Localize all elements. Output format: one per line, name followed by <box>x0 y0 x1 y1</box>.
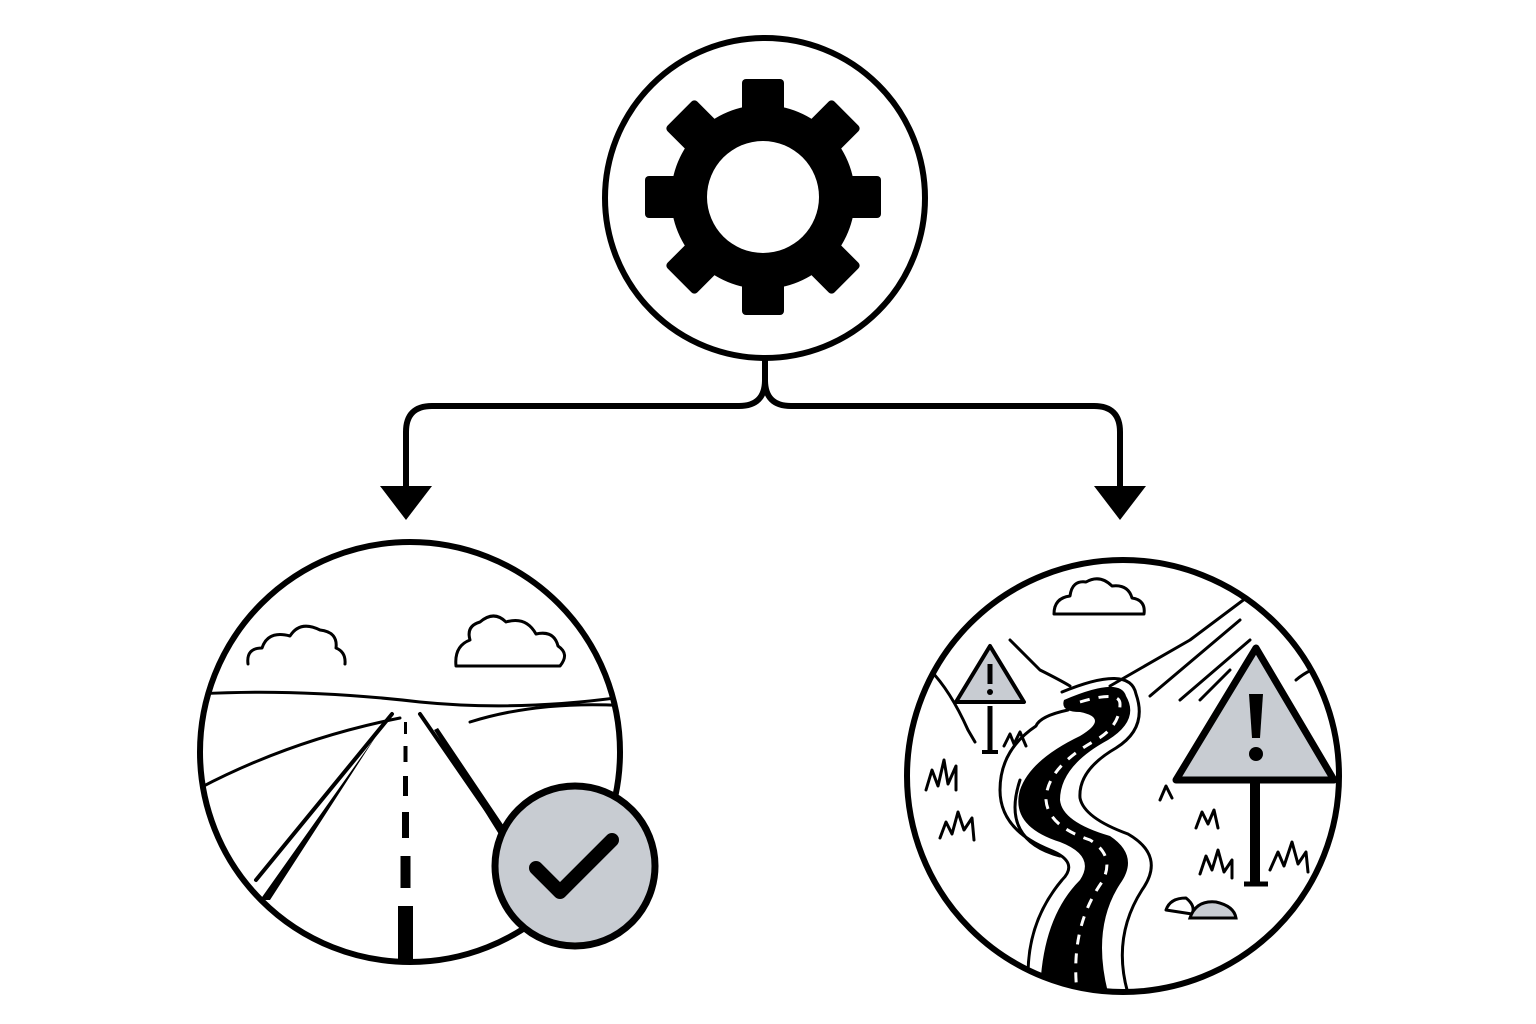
road-center-dashes <box>398 722 413 962</box>
straight-road-icon <box>200 614 620 962</box>
warning-sign-small-icon <box>954 644 1026 754</box>
checkmark-badge <box>491 782 659 950</box>
mountain-right <box>1108 584 1264 688</box>
connector-right <box>762 377 1123 495</box>
cloud-icon <box>454 614 566 668</box>
road-center-dashes <box>1044 695 1122 992</box>
gear-icon <box>645 79 881 315</box>
mountain-center <box>1008 638 1072 688</box>
road-edge-right <box>1060 677 1153 992</box>
grass-tufts <box>924 730 1310 880</box>
branch-winding-road <box>904 557 1342 995</box>
rock-icon <box>1187 900 1238 920</box>
road-shoulder-left <box>260 730 380 900</box>
road-shoulder-right <box>434 728 520 852</box>
exclamation-mark-icon <box>1249 694 1263 738</box>
cloud-icon <box>1052 577 1146 616</box>
hill-left <box>200 716 402 792</box>
warning-sign-post <box>1250 782 1260 884</box>
right-node-circle <box>904 557 1342 995</box>
road-edge-left <box>254 712 394 882</box>
connector-left <box>403 355 768 495</box>
branch-connectors <box>380 355 1146 520</box>
root-node <box>602 35 928 361</box>
cloud-icon <box>246 624 347 666</box>
mountain-ridges <box>1148 618 1252 702</box>
arrowhead-right-icon <box>1094 486 1146 520</box>
hill-right <box>468 703 620 724</box>
arrowhead-left-icon <box>380 486 432 520</box>
road-shoulder-left <box>1013 778 1062 858</box>
checkmark-icon <box>529 833 619 899</box>
horizon-line <box>200 690 620 708</box>
left-node-circle <box>197 539 623 965</box>
checkmark-badge-circle <box>491 782 659 950</box>
road-surface <box>1018 686 1131 992</box>
warning-sign-icon <box>1172 644 1338 887</box>
rock-icon <box>1164 896 1195 916</box>
branch-straight-road <box>197 539 659 965</box>
